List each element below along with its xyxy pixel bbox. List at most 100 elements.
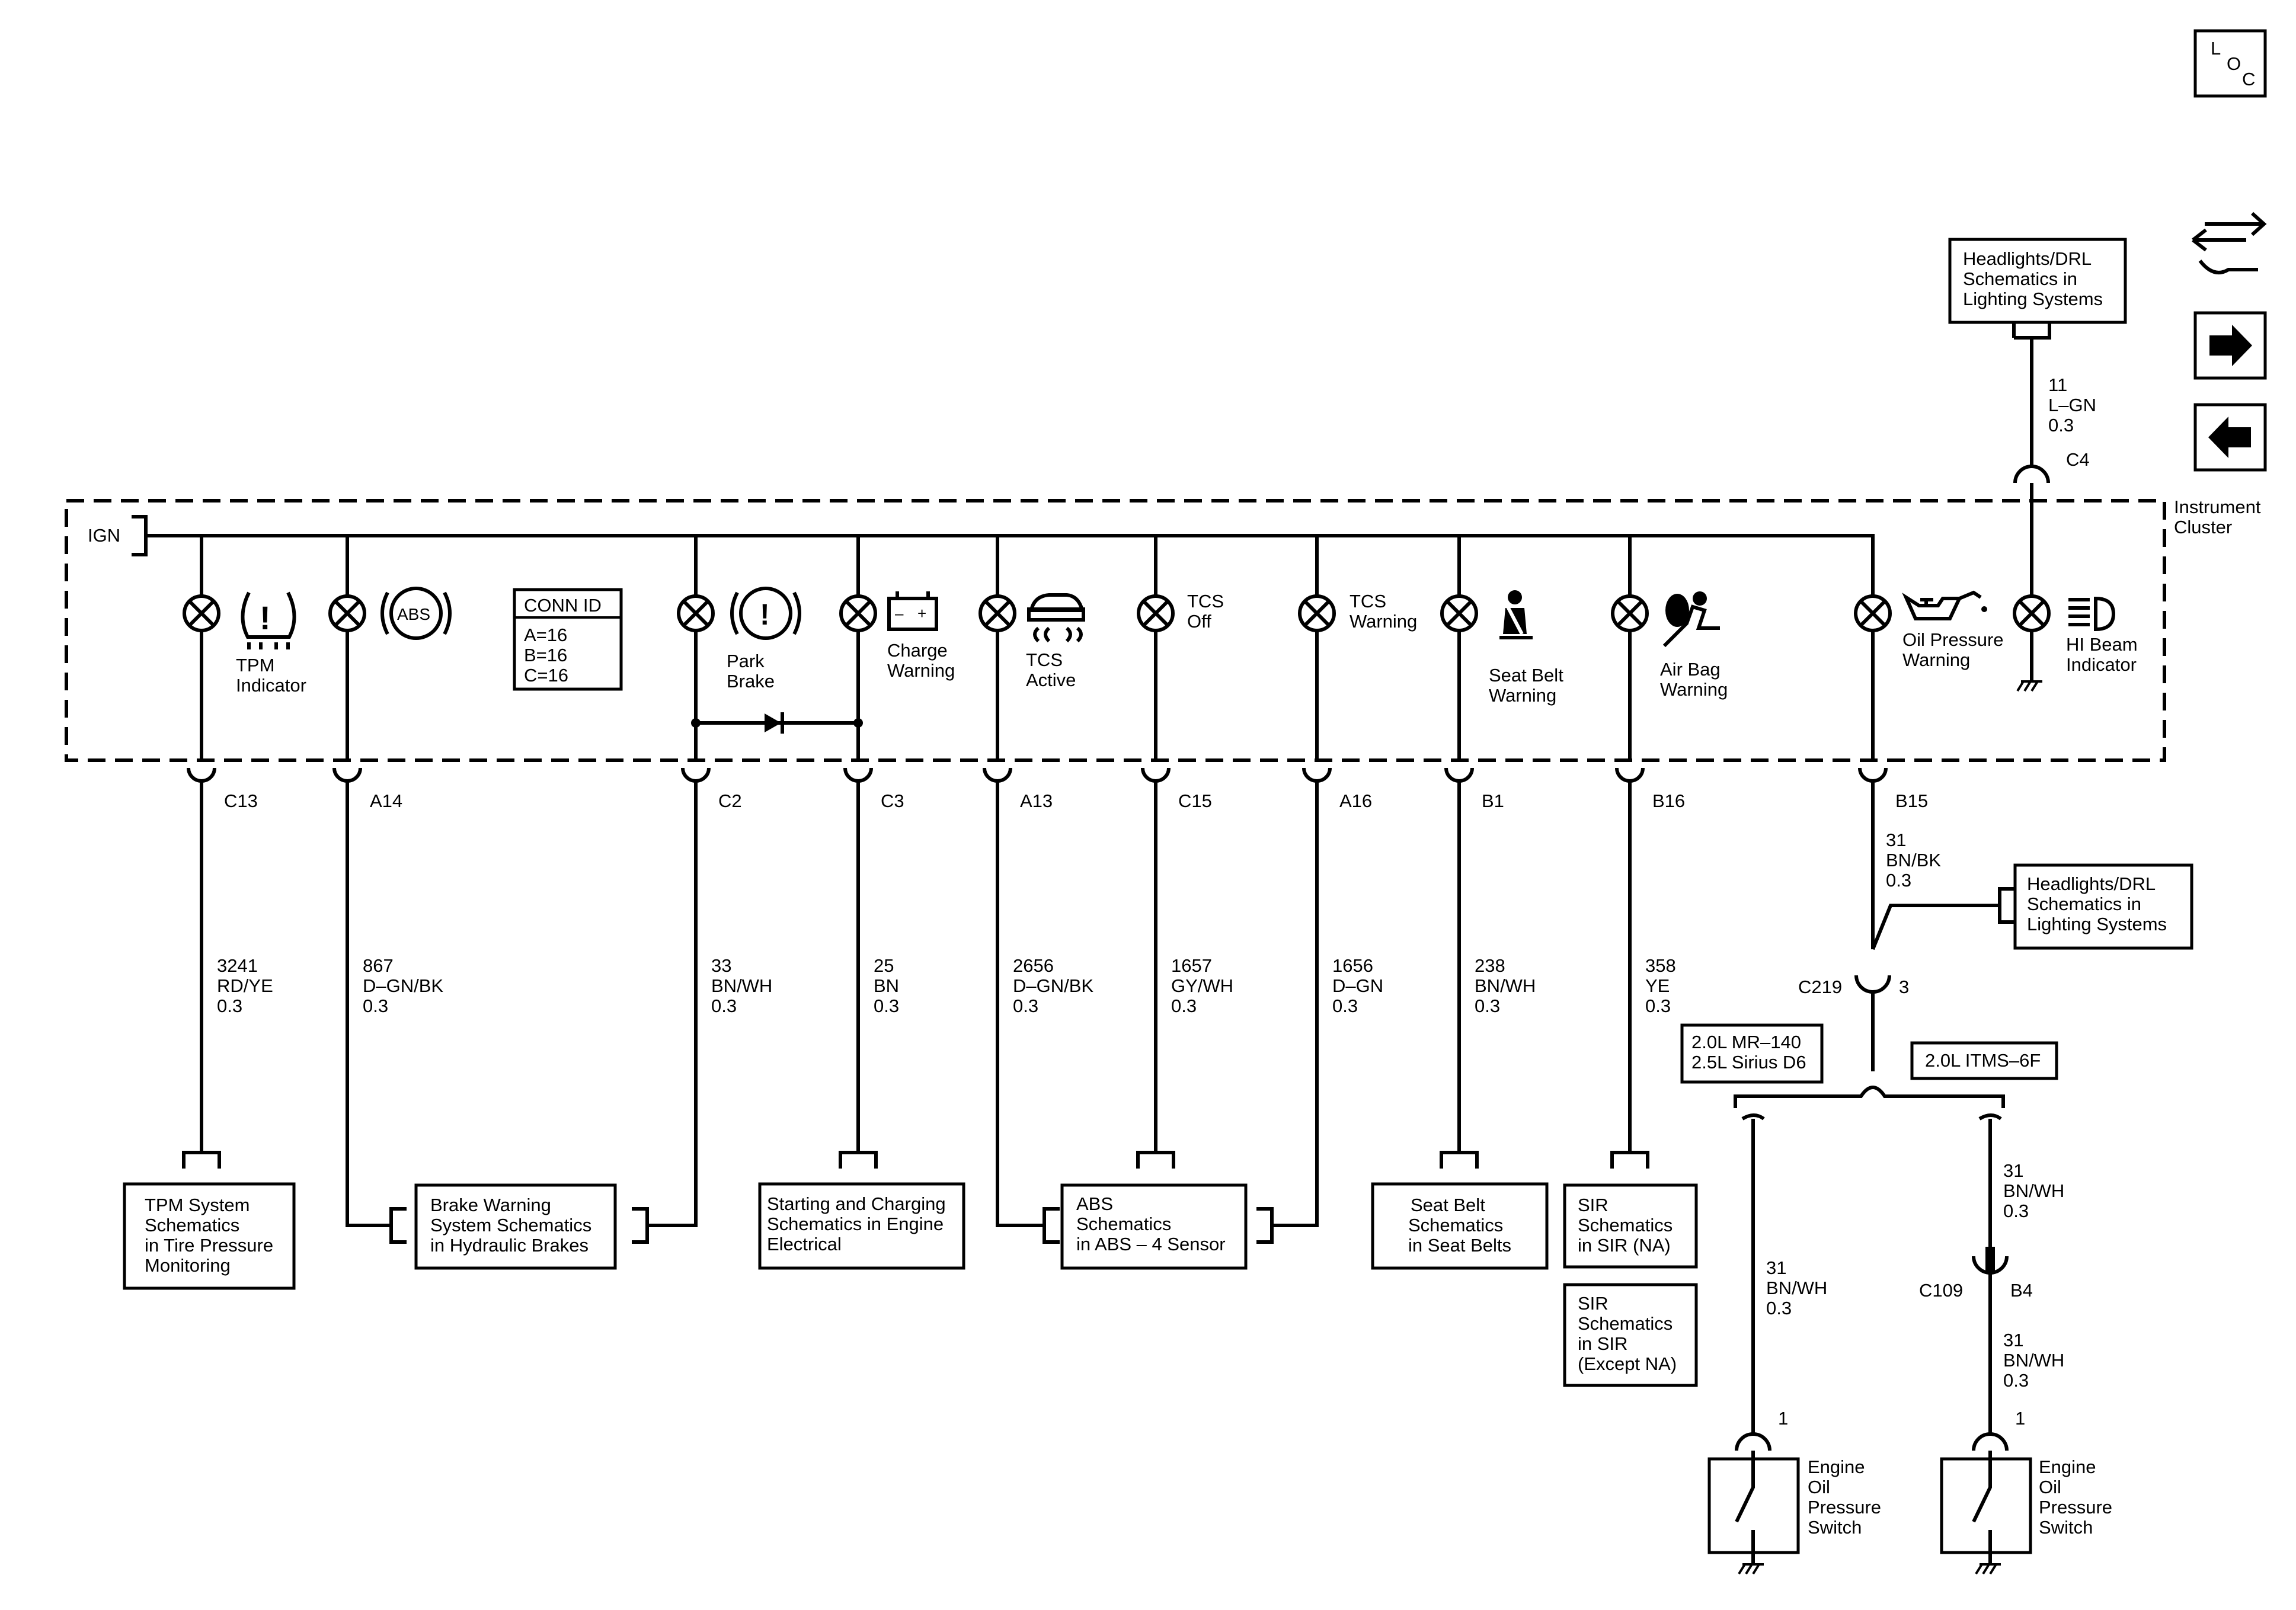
circuit-color: BN/BK: [1886, 850, 1941, 870]
circuit-number: 11: [2048, 375, 2067, 395]
circuit-gauge: 0.3: [1332, 996, 1358, 1016]
ref-text: in ABS – 4 Sensor: [1076, 1234, 1226, 1254]
indicator-label: Warning: [1489, 685, 1556, 706]
next-page-button[interactable]: [2193, 311, 2267, 380]
ref-sir-na[interactable]: SIR Schematics in SIR (NA): [1563, 1183, 1698, 1269]
circuit-gauge: 0.3: [1766, 1298, 1792, 1318]
circuit-color: BN: [874, 975, 899, 996]
ref-sir-except-na[interactable]: SIR Schematics in SIR (Except NA): [1563, 1283, 1698, 1387]
pin-label-tcs_off: C15: [1178, 790, 1212, 811]
ref-text: Schematics: [1578, 1215, 1673, 1235]
ground-icon: [2016, 680, 2042, 692]
circuit-color: GY/WH: [1171, 975, 1233, 996]
hi-beam-icon: [2068, 596, 2116, 632]
air-bag-icon: [1662, 591, 1720, 648]
indicator-seat-belt: Seat Belt Warning: [1440, 536, 1563, 760]
ref-text: Schematics in Engine: [767, 1214, 944, 1234]
indicator-label: Air Bag: [1660, 659, 1721, 680]
arrow-right-icon: [2209, 325, 2252, 366]
indicator-label: Park: [727, 651, 765, 671]
ref-text: in Seat Belts: [1408, 1235, 1511, 1256]
abs-icon: ABS: [380, 587, 452, 640]
indicator-label: Brake: [727, 671, 775, 692]
indicator-tcs-warning: TCS Warning: [1298, 536, 1417, 760]
ref-text: in SIR (NA): [1578, 1235, 1671, 1256]
circuit-number: 33: [711, 955, 731, 976]
pin-connector-tcs_active: [983, 767, 1012, 783]
indicator-oil-pressure: Oil Pressure Warning: [1854, 590, 2004, 760]
pin-connector-tcs_off: [1141, 767, 1171, 783]
circuit-color: D–GN/BK: [1013, 975, 1093, 996]
loc-button[interactable]: L O C: [2193, 29, 2267, 98]
option-left: 2.0L MR–140 2.5L Sirius D6: [1680, 1023, 1824, 1084]
pin-connector-park: [681, 767, 711, 783]
pin-label-abs: A14: [370, 790, 402, 811]
loc-letter-l: L: [2211, 38, 2221, 59]
indicator-label: Warning: [1350, 611, 1417, 632]
ref-text: Brake Warning: [430, 1195, 551, 1215]
swap-arrows-icon[interactable]: [2192, 212, 2267, 274]
connector-c219: [1854, 975, 1891, 994]
pin-connector-oil: [1858, 767, 1888, 783]
circuit-color: RD/YE: [217, 975, 273, 996]
indicator-tpm: ! TPM Indicator: [183, 536, 306, 760]
pin-connector-tpm: [187, 767, 216, 783]
ref-text: TPM System: [145, 1195, 250, 1215]
connector-pin: 1: [2015, 1408, 2025, 1429]
ref-text: Schematics in: [1963, 268, 2077, 289]
connector-label: C219: [1798, 977, 1842, 997]
switch-label: Oil: [1808, 1477, 1830, 1497]
svg-text:!: !: [260, 599, 271, 636]
ref-brake-warning[interactable]: Brake Warning System Schematics in Hydra…: [414, 1183, 617, 1270]
circuit-number: 1657: [1171, 955, 1212, 976]
option-text: 2.5L Sirius D6: [1691, 1052, 1806, 1073]
circuit-number: 25: [874, 955, 894, 976]
ref-seat-belt[interactable]: Seat Belt Schematics in Seat Belts: [1371, 1182, 1549, 1270]
ref-starting-charging[interactable]: Starting and Charging Schematics in Engi…: [758, 1182, 965, 1270]
pin-connector-seat_belt: [1444, 767, 1474, 783]
loc-letter-c: C: [2242, 69, 2255, 89]
ref-tpm[interactable]: TPM System Schematics in Tire Pressure M…: [123, 1182, 296, 1290]
switch-label: Oil: [2039, 1477, 2061, 1497]
indicator-label: HI Beam: [2066, 634, 2138, 655]
switch-right: 1 Engine Oil Pressure Switch: [1940, 1408, 2112, 1575]
conn-id-line: B=16: [524, 645, 567, 665]
circuit-number: 31: [1766, 1257, 1786, 1278]
ref-text: Electrical: [767, 1234, 842, 1254]
switch-label: Pressure: [1808, 1497, 1881, 1518]
circuit-color: BN/WH: [1766, 1278, 1827, 1298]
indicator-label: TCS: [1187, 591, 1224, 612]
option-text: 2.0L ITMS–6F: [1925, 1050, 2041, 1071]
tcs-skid-icon: [1027, 593, 1085, 643]
ref-headlights-top[interactable]: Headlights/DRL Schematics in Lighting Sy…: [1948, 238, 2127, 324]
indicator-tcs-active: TCS Active: [978, 536, 1085, 760]
ref-headlights-mid[interactable]: Headlights/DRL Schematics in Lighting Sy…: [2013, 863, 2193, 950]
indicator-tcs-off: TCS Off: [1137, 536, 1224, 760]
branch-breaks: [1741, 1113, 2002, 1121]
circuit-number: 358: [1645, 955, 1676, 976]
conn-id-line: A=16: [524, 625, 567, 645]
module-name: Instrument: [2174, 497, 2261, 517]
ign-bus: [146, 534, 1875, 596]
indicator-label: Indicator: [2066, 654, 2137, 675]
circuit-gauge: 0.3: [1475, 996, 1500, 1016]
ref-text: Headlights/DRL: [2027, 873, 2156, 894]
ground-icon: [1975, 1563, 2001, 1575]
ref-abs[interactable]: ABS Schematics in ABS – 4 Sensor: [1060, 1183, 1248, 1270]
circuit-number: 31: [1886, 830, 1906, 850]
pin-label-air_bag: B16: [1652, 790, 1685, 811]
circuit-number: 867: [363, 955, 394, 976]
switch-label: Engine: [2039, 1457, 2096, 1477]
diode: [691, 712, 863, 734]
prev-page-button[interactable]: [2193, 403, 2267, 472]
svg-text:+: +: [917, 604, 926, 622]
circuit-gauge: 0.3: [1645, 996, 1671, 1016]
circuit-number: 3241: [217, 955, 258, 976]
circuit-number: 31: [2003, 1330, 2023, 1350]
indicator-charge: – + Charge Warning: [839, 536, 955, 760]
wire-hi-beam-upper: [2012, 322, 2051, 468]
circuit-gauge: 0.3: [217, 996, 242, 1016]
circuit-gauge: 0.3: [1886, 870, 1911, 891]
ref-text: in Hydraulic Brakes: [430, 1235, 589, 1256]
